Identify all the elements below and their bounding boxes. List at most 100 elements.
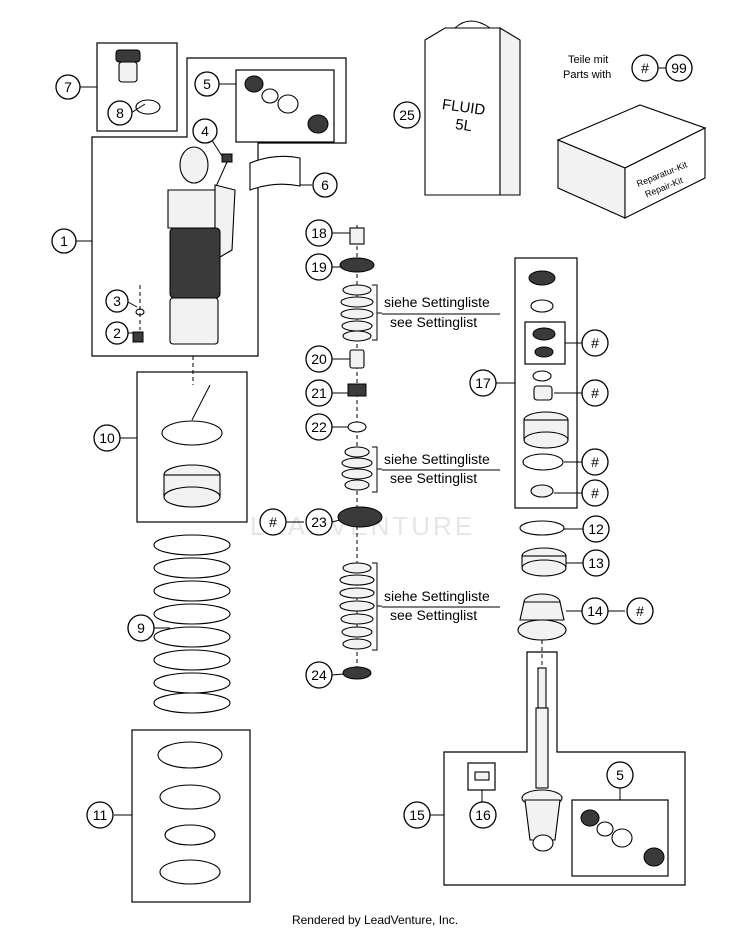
svg-text:6: 6 [321,177,329,193]
washer-part-24 [342,666,372,680]
svg-text:8: 8 [116,105,124,121]
svg-text:20: 20 [311,351,327,367]
legend-line-en: Parts with [563,69,611,81]
callout-24: 24 [305,661,333,689]
nut-part-21 [347,383,367,397]
svg-text:#: # [636,603,644,619]
svg-text:#: # [269,514,277,530]
o-ring-part-12 [519,520,565,536]
frame-spacers [131,729,251,903]
svg-text:12: 12 [588,521,604,537]
legend-line-de: Teile mit [568,54,608,66]
frame-adjuster [136,371,248,523]
svg-text:3: 3 [113,293,121,309]
frame-valve [514,257,578,509]
adjuster-group [136,356,248,523]
frame-shock-body [91,57,347,357]
callout-1: 1 [51,228,77,254]
spacer-part-20 [349,349,365,369]
callout-11: 11 [86,801,114,829]
callout-hash-17d: # [581,479,609,507]
svg-text:15: 15 [409,807,425,823]
piston-part-23 [337,506,383,528]
callout-23: 23 [305,508,333,536]
svg-text:23: 23 [311,514,327,530]
svg-text:25: 25 [399,107,415,123]
svg-text:22: 22 [311,419,327,435]
settinglist-label-2: siehe Settingliste see Settinglist [382,451,500,486]
svg-text:#: # [591,485,599,501]
washer-part-22 [347,421,367,433]
svg-text:see Settinglist: see Settinglist [390,314,477,330]
callout-5: 5 [194,71,220,97]
callout-5-bottom: 5 [606,761,634,789]
sticker-part [249,155,301,191]
svg-text:16: 16 [475,807,491,823]
svg-text:18: 18 [311,225,327,241]
svg-text:19: 19 [311,259,327,275]
svg-text:7: 7 [64,79,72,95]
callout-16: 16 [469,801,497,829]
callout-6: 6 [312,172,338,198]
svg-text:24: 24 [311,667,327,683]
piston-rod-group [443,640,686,886]
svg-text:2: 2 [113,325,121,341]
svg-text:4: 4 [201,123,209,139]
callout-10: 10 [93,424,121,452]
housing-part-14 [517,593,567,641]
svg-text:13: 13 [588,555,604,571]
shim-stack-group [337,225,383,680]
callout-14: 14 [581,597,609,625]
settinglist-label-1: siehe Settingliste see Settinglist [382,294,500,330]
svg-text:#: # [591,335,599,351]
repair-kit-box: Reparatur-Kit Repair-Kit [556,104,707,219]
svg-text:17: 17 [475,375,491,391]
callout-hash-14: # [626,597,654,625]
callout-7: 7 [55,74,81,100]
svg-text:#: # [591,454,599,470]
svg-text:see Settinglist: see Settinglist [390,470,477,486]
shock-absorber-body [167,146,236,345]
svg-text:9: 9 [137,620,145,636]
callout-hash-17c: # [581,448,609,476]
svg-text:siehe Settingliste: siehe Settingliste [384,588,490,604]
callout-4: 4 [192,118,218,144]
callout-13: 13 [582,549,610,577]
svg-text:11: 11 [93,807,108,823]
svg-text:10: 10 [99,430,115,446]
washer-part-19 [339,257,375,273]
svg-text:see Settinglist: see Settinglist [390,607,477,623]
callout-hash-legend: # [631,54,659,82]
cap-part-13 [521,547,567,577]
frame-bearing-5 [235,69,335,143]
callout-12: 12 [582,515,610,543]
callout-hash-17a: # [581,329,609,357]
callout-17: 17 [469,369,497,397]
svg-text:1: 1 [60,233,68,249]
svg-text:21: 21 [311,385,327,401]
fluid-volume: 5L [454,116,473,135]
callout-20: 20 [305,345,333,373]
bearing-set-top [244,75,329,134]
callout-9: 9 [127,614,155,642]
callout-18: 18 [305,219,333,247]
svg-text:siehe Settingliste: siehe Settingliste [384,294,490,310]
nut-part [132,331,144,343]
callout-25: 25 [393,101,421,129]
callout-hash-23: # [259,508,287,536]
shim-group-2 [341,446,373,491]
callout-99: 99 [665,54,693,82]
callout-hash-17b: # [581,379,609,407]
shim-group-1 [340,284,374,342]
svg-text:#: # [641,60,649,76]
top-cap-part [115,49,161,115]
nut-part-18 [349,227,365,245]
callout-8: 8 [107,100,133,126]
svg-text:siehe Settingliste: siehe Settingliste [384,451,490,467]
callout-15: 15 [403,801,431,829]
callout-3: 3 [105,289,129,313]
settinglist-label-3: siehe Settingliste see Settinglist [382,588,500,623]
footer-credit: Rendered by LeadVenture, Inc. [292,913,458,927]
svg-text:#: # [591,385,599,401]
svg-text:5: 5 [616,767,624,783]
